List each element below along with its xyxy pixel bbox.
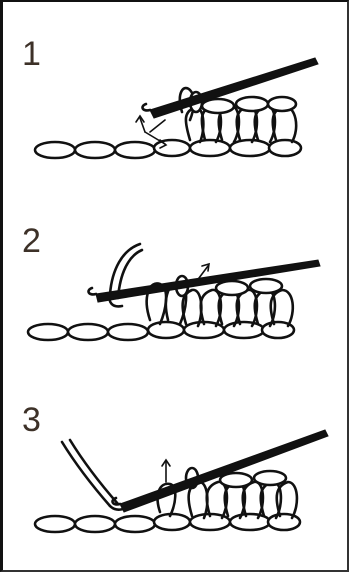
yarn-strand bbox=[62, 440, 130, 510]
crochet-step-3-icon bbox=[0, 420, 349, 560]
direction-arrows bbox=[162, 460, 170, 482]
crochet-step-2-icon bbox=[0, 230, 349, 370]
foundation-chain bbox=[35, 140, 301, 158]
crochet-step-1-icon bbox=[0, 40, 349, 180]
step-1-illustration bbox=[0, 40, 349, 180]
crochet-hook bbox=[113, 430, 328, 512]
step-2-illustration bbox=[0, 230, 349, 370]
step-3-illustration bbox=[0, 420, 349, 560]
foundation-chain bbox=[35, 514, 300, 532]
